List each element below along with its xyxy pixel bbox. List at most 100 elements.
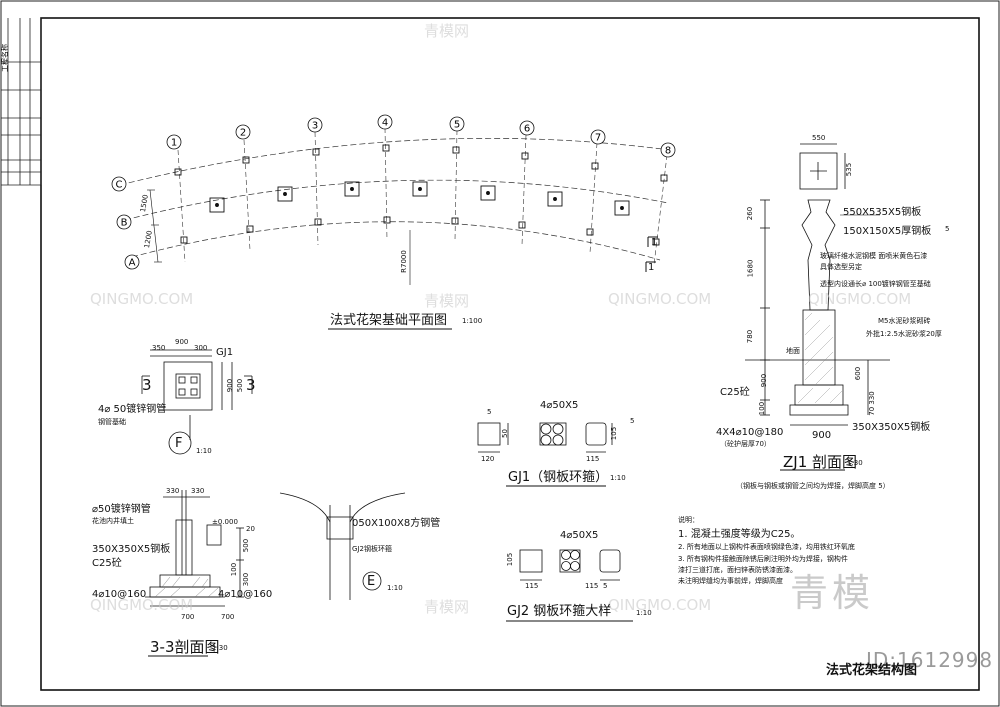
- title-block: [1, 18, 42, 186]
- footing-small: [591, 162, 599, 170]
- gj2-dim: 105: [506, 552, 515, 567]
- footing-small: [382, 144, 390, 152]
- zj1-plate-mid: 150X150X5厚钢板: [843, 226, 932, 237]
- zj1-scale: 1:30: [847, 459, 863, 467]
- zj1-tag: 5: [945, 225, 950, 233]
- zj1-column-label2: 具体选型另定: [820, 263, 862, 271]
- zj1-plate-base: 350X350X5钢板: [852, 422, 931, 433]
- footing-pipe: [553, 197, 557, 201]
- detail-f-side-mark: 3: [246, 376, 256, 394]
- gj2-drawing: [519, 549, 621, 581]
- plan-radial-lines: [177, 127, 668, 266]
- watermark-brand: QINGMO.COM: [808, 290, 912, 308]
- notes-item: 漆打三道打底，面扫锌表防锈漆面漆。: [678, 566, 797, 574]
- axis-letter: B: [121, 218, 128, 229]
- watermark-brand: QINGMO.COM: [608, 290, 712, 308]
- footing-small: [586, 228, 594, 236]
- axis-number: 5: [454, 120, 460, 131]
- plan-title: 法式花架基础平面图: [330, 313, 448, 328]
- zj1-note: （钢板与钢板或钢管之间均为焊接，焊脚高度 5）: [736, 482, 890, 490]
- gj2-title: GJ2 钢板环箍大样: [507, 604, 612, 619]
- notes-item: 2. 所有地面以上钢构件表面喷钢绿色漆，均用铁红环氧底: [678, 543, 855, 551]
- detail-f-tag: GJ1: [216, 347, 234, 358]
- detail-f-dim: 900: [226, 378, 235, 393]
- plan-axis-letters: CBA: [111, 176, 140, 270]
- detail-e-scale: 1:10: [387, 584, 403, 592]
- section33-concrete-label: C25砼: [92, 558, 122, 569]
- zj1-dim: 780: [746, 329, 755, 344]
- notes-item: 1. 混凝土强度等级为C25。: [678, 529, 801, 540]
- zj1-rebar-label: 4X4⌀10@180: [716, 427, 784, 438]
- footing-small: [312, 148, 320, 156]
- axis-number: 1: [171, 138, 177, 149]
- zj1-dim: 70 330: [867, 391, 876, 416]
- section33-dim: 700: [221, 613, 235, 621]
- zj1-column-label: 玻璃纤维水泥钢模 面喷米黄色石漆: [820, 252, 928, 260]
- section33-dim: 700: [181, 613, 195, 621]
- footing-pipe: [283, 192, 287, 196]
- footing-small: [314, 218, 322, 226]
- section33-dim: 330: [166, 487, 180, 495]
- footing-large: [412, 181, 428, 197]
- section33-fill-label: 花池内井填土: [92, 517, 134, 525]
- gj1-title: GJ1（钢板环箍）: [508, 470, 609, 485]
- gj1-scale: 1:10: [610, 474, 626, 482]
- gj1-dim: 5: [487, 408, 492, 416]
- section33-plate-label: 350X350X5钢板: [92, 544, 171, 555]
- detail-e-gj-label: GJ2钢板环箍: [352, 545, 392, 553]
- axis-balloon: [116, 214, 132, 230]
- zj1-plaster-label: 外批1:2.5水泥砂浆20厚: [866, 330, 942, 338]
- zj1-ground-label: 地面: [786, 347, 800, 355]
- axis-number: 3: [312, 121, 318, 132]
- plan-scale: 1:100: [462, 317, 483, 325]
- detail-f-dim: 500: [236, 378, 245, 393]
- footing-large: [547, 191, 563, 207]
- gj1-dim: 120: [481, 455, 495, 463]
- footing-small: [518, 221, 526, 229]
- zj1-rebar-label2: （砼护层厚70）: [720, 440, 771, 448]
- watermark-brand: 青模网: [424, 292, 470, 310]
- zj1-bottom-dim: 900: [812, 430, 832, 441]
- watermark-big: 青模: [790, 571, 875, 615]
- footing-pipe: [418, 187, 422, 191]
- axis-letter: C: [116, 180, 123, 191]
- footing-large: [614, 200, 630, 216]
- gj1-dim: 50: [500, 429, 509, 438]
- footing-small: [452, 146, 460, 154]
- axis-balloon: [449, 116, 465, 132]
- gj1-pipes-label: 4⌀50X5: [540, 400, 579, 411]
- detail-f-base-label: 钢管基础: [98, 418, 126, 426]
- detail-e-pipe-label: 050X100X8方钢管: [352, 518, 441, 529]
- gj2-dim: 5: [603, 582, 608, 590]
- title-block-row: 工程名称: [1, 44, 9, 72]
- plan-arcs: [119, 137, 671, 261]
- inner-border: [40, 17, 980, 691]
- zj1-dim: 1680: [746, 259, 755, 278]
- detail-f-dim: 350: [152, 344, 166, 352]
- notes-item: 未注明焊缝均为事前焊，焊脚高度: [678, 577, 783, 585]
- axis-balloon: [235, 124, 251, 140]
- axis-balloon: [590, 129, 606, 145]
- footing-large: [209, 197, 225, 213]
- plan-section-tag: 1: [651, 237, 658, 248]
- detail-f-side-mark: 3: [142, 376, 152, 394]
- notes-item: 3. 所有钢构件接触面除锈后刷注明外均为焊接，钢构件: [678, 555, 848, 563]
- axis-number: 8: [665, 146, 671, 157]
- gj2-scale: 1:10: [636, 609, 652, 617]
- zj1-concrete-label: C25砼: [720, 387, 750, 398]
- footing-large: [277, 186, 293, 202]
- gj1-dim: 115: [586, 455, 600, 463]
- watermark-id: ID:1612998: [866, 648, 994, 672]
- section33-dim: 500: [242, 538, 251, 553]
- footing-small: [180, 236, 188, 244]
- detail-f-dim: 900: [175, 338, 189, 346]
- zj1-title: ZJ1 剖面图: [783, 453, 858, 471]
- zj1-plate-top: 550X535X5钢板: [843, 207, 922, 218]
- footing-small: [652, 238, 660, 246]
- plan-radius: R7000: [399, 250, 408, 273]
- gj1-dim: 5: [630, 417, 635, 425]
- footing-pipe: [620, 206, 624, 210]
- section33-title: 3-3剖面图: [150, 638, 220, 656]
